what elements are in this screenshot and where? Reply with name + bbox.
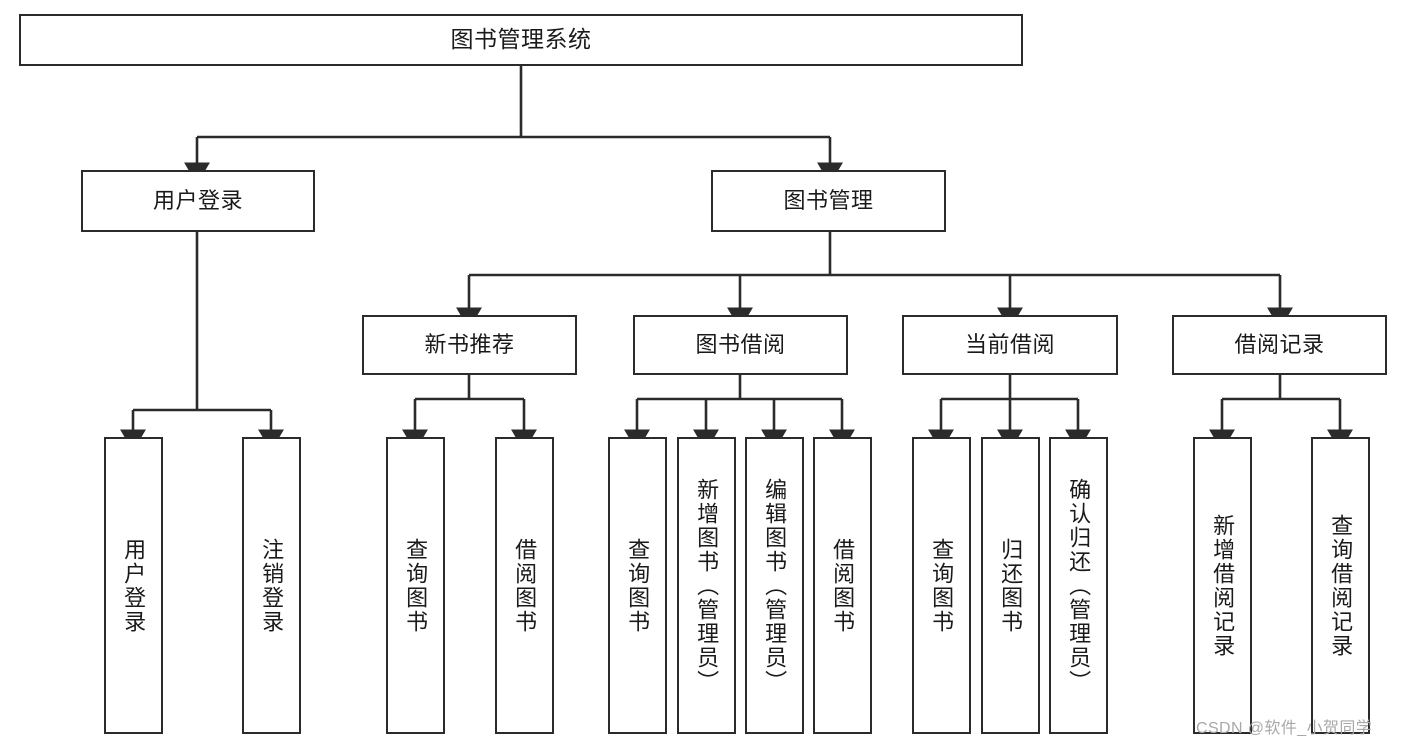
node-label: 借阅记录: [1234, 331, 1325, 357]
csdn-watermark: CSDN @软件_小贺同学: [1196, 720, 1373, 737]
node-label: 归还图书: [998, 537, 1024, 634]
node-label: 图书管理系统: [450, 26, 592, 53]
node-new-book-recommend[interactable]: 新书推荐: [362, 315, 577, 375]
node-label: 查询图书: [403, 537, 429, 634]
node-current-borrow[interactable]: 当前借阅: [902, 315, 1118, 375]
node-label: 新增图书（管理员）: [694, 477, 720, 694]
node-borrow-record[interactable]: 借阅记录: [1172, 315, 1387, 375]
node-label: 查询图书: [625, 537, 651, 634]
leaf-recommend-query-book[interactable]: 查询图书: [386, 437, 445, 734]
node-label: 确认归还（管理员）: [1066, 477, 1092, 694]
node-book-borrow[interactable]: 图书借阅: [633, 315, 848, 375]
leaf-record-add-record[interactable]: 新增借阅记录: [1193, 437, 1252, 734]
node-label: 图书管理: [783, 187, 874, 213]
node-label: 借阅图书: [512, 537, 538, 634]
leaf-record-query-record[interactable]: 查询借阅记录: [1311, 437, 1370, 734]
node-label: 图书借阅: [695, 331, 786, 357]
node-label: 当前借阅: [964, 331, 1055, 357]
node-root[interactable]: 图书管理系统: [19, 14, 1023, 66]
node-user-login[interactable]: 用户登录: [81, 170, 315, 232]
node-label: 用户登录: [121, 537, 147, 634]
leaf-recommend-borrow-book[interactable]: 借阅图书: [495, 437, 554, 734]
leaf-current-return-book[interactable]: 归还图书: [981, 437, 1040, 734]
leaf-user-login-login[interactable]: 用户登录: [104, 437, 163, 734]
node-label: 借阅图书: [830, 537, 856, 634]
leaf-current-query-book[interactable]: 查询图书: [912, 437, 971, 734]
node-book-management[interactable]: 图书管理: [711, 170, 946, 232]
node-label: 查询图书: [929, 537, 955, 634]
node-label: 查询借阅记录: [1328, 513, 1354, 658]
node-label: 注销登录: [259, 537, 285, 634]
leaf-user-login-logout[interactable]: 注销登录: [242, 437, 301, 734]
leaf-borrow-borrow-book[interactable]: 借阅图书: [813, 437, 872, 734]
node-label: 新书推荐: [424, 331, 515, 357]
node-label: 新增借阅记录: [1210, 513, 1236, 658]
leaf-borrow-add-book[interactable]: 新增图书（管理员）: [677, 437, 736, 734]
leaf-borrow-edit-book[interactable]: 编辑图书（管理员）: [745, 437, 804, 734]
leaf-current-confirm-return[interactable]: 确认归还（管理员）: [1049, 437, 1108, 734]
node-label: 用户登录: [152, 187, 243, 213]
node-label: 编辑图书（管理员）: [762, 477, 788, 694]
leaf-borrow-query-book[interactable]: 查询图书: [608, 437, 667, 734]
